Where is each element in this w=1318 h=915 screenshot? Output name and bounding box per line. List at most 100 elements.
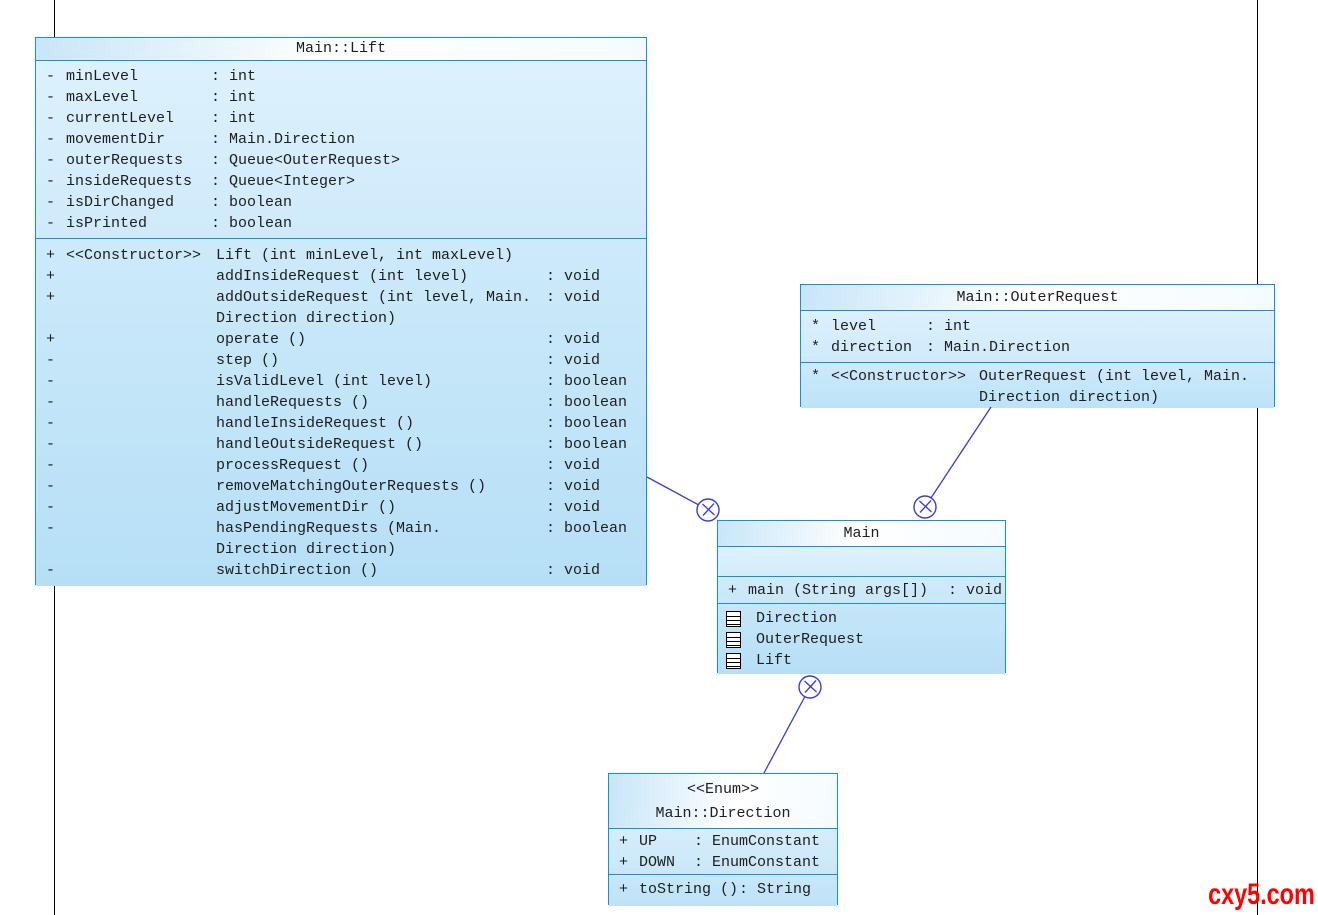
visibility-symbol: - <box>46 562 56 579</box>
enum-constant-type: : EnumConstant <box>694 833 821 850</box>
attribute-name: maxLevel <box>66 89 139 106</box>
method-return-type: : void <box>546 499 601 516</box>
attribute-type: : boolean <box>211 194 293 211</box>
nested-class-row: OuterRequest <box>718 629 1005 650</box>
method-signature: isValidLevel (int level) <box>216 373 433 390</box>
method-signature: OuterRequest (int level, Main. Direction… <box>979 368 1250 406</box>
visibility-symbol: - <box>46 352 56 369</box>
method-signature: operate () <box>216 331 307 348</box>
attribute-name: level <box>831 318 877 335</box>
circle-cross-icon[interactable] <box>798 675 822 699</box>
method-return-type: : void <box>546 331 601 348</box>
visibility-symbol: - <box>46 89 56 106</box>
method-return-type: : boolean <box>546 394 628 411</box>
method-row: + operate () : void <box>36 329 646 350</box>
method-return-type: : boolean <box>546 373 628 390</box>
nested-classifiers-compartment: Direction OuterRequest Lift <box>718 603 1005 674</box>
visibility-symbol: - <box>46 457 56 474</box>
circle-cross-icon[interactable] <box>913 495 937 519</box>
attribute-row: - movementDir : Main.Direction <box>36 129 646 150</box>
visibility-symbol: + <box>46 247 56 264</box>
class-box-lift[interactable]: Main::Lift - minLevel : int - maxLevel :… <box>35 37 647 586</box>
method-row: - switchDirection () : void <box>36 560 646 581</box>
class-title: Main::Lift <box>36 38 646 61</box>
visibility-symbol: - <box>46 194 56 211</box>
visibility-symbol: + <box>619 881 629 898</box>
methods-compartment: + toString () : String <box>609 874 837 906</box>
nested-class-row: Lift <box>718 650 1005 671</box>
attribute-type: : Queue<Integer> <box>211 173 356 190</box>
attribute-type: : int <box>211 68 257 85</box>
methods-compartment: + main (String args[]) : void <box>718 576 1005 603</box>
attribute-row: - minLevel : int <box>36 66 646 87</box>
visibility-symbol: + <box>619 854 629 871</box>
method-return-type: : void <box>546 478 601 495</box>
visibility-symbol: - <box>46 478 56 495</box>
class-box-direction-enum[interactable]: <<Enum>> Main::Direction + UP : EnumCons… <box>608 773 838 906</box>
enum-constant-name: UP <box>639 833 658 850</box>
nesting-connector-main-lift[interactable] <box>646 476 720 522</box>
visibility-symbol: - <box>46 68 56 85</box>
nested-class-name: Direction <box>756 610 838 627</box>
nesting-connector-main-direction[interactable] <box>763 675 822 774</box>
stereotype-label: <<Enum>> <box>686 781 759 798</box>
method-return-type: : boolean <box>546 415 628 432</box>
connector-line[interactable] <box>763 686 811 774</box>
method-return-type: : void <box>948 582 1003 599</box>
attribute-name: movementDir <box>66 131 166 148</box>
nested-class-name: Lift <box>756 652 793 669</box>
method-row: - hasPendingRequests (Main. Direction di… <box>36 518 646 560</box>
visibility-symbol: * <box>811 339 821 356</box>
attribute-type: : Main.Direction <box>211 131 356 148</box>
method-signature: step () <box>216 352 280 369</box>
method-signature: hasPendingRequests (Main. Direction dire… <box>216 520 442 558</box>
attribute-name: isDirChanged <box>66 194 175 211</box>
attribute-name: direction <box>831 339 913 356</box>
enum-constant-row: + DOWN : EnumConstant <box>609 852 837 873</box>
nested-class-row: Direction <box>718 608 1005 629</box>
method-signature: removeMatchingOuterRequests () <box>216 478 487 495</box>
method-row: - removeMatchingOuterRequests () : void <box>36 476 646 497</box>
attribute-row: - isDirChanged : boolean <box>36 192 646 213</box>
enum-constant-name: DOWN <box>639 854 676 871</box>
attributes-compartment: * level : int * direction : Main.Directi… <box>801 311 1274 362</box>
attribute-row: - outerRequests : Queue<OuterRequest> <box>36 150 646 171</box>
method-row: + toString () : String <box>609 879 837 900</box>
attribute-type: : Main.Direction <box>926 339 1071 356</box>
visibility-symbol: - <box>46 520 56 537</box>
connector-line[interactable] <box>646 476 709 511</box>
methods-compartment: * <<Constructor>> OuterRequest (int leve… <box>801 362 1274 408</box>
method-return-type: : void <box>546 289 601 306</box>
nested-class-icon <box>726 631 741 648</box>
method-return-type: : boolean <box>546 436 628 453</box>
watermark-logo: cxy5.com <box>1208 878 1315 911</box>
attribute-row: - currentLevel : int <box>36 108 646 129</box>
class-title: Main::Direction <box>655 805 791 822</box>
method-signature: adjustMovementDir () <box>216 499 397 516</box>
method-return-type: : void <box>546 457 601 474</box>
attributes-compartment: + UP : EnumConstant + DOWN : EnumConstan… <box>609 829 837 874</box>
method-row: - handleRequests () : boolean <box>36 392 646 413</box>
class-box-outer-request[interactable]: Main::OuterRequest * level : int * direc… <box>800 284 1275 408</box>
enum-constant-row: + UP : EnumConstant <box>609 831 837 852</box>
circle-cross-icon[interactable] <box>696 498 720 522</box>
method-signature: handleInsideRequest () <box>216 415 415 432</box>
nesting-connector-main-outer-request[interactable] <box>913 406 992 519</box>
method-return-type: : boolean <box>546 520 628 537</box>
visibility-symbol: - <box>46 215 56 232</box>
method-signature: toString () <box>639 881 739 898</box>
method-return-type: : void <box>546 268 601 285</box>
attribute-row: * direction : Main.Direction <box>801 337 1274 358</box>
nested-class-icon <box>726 652 741 669</box>
attribute-name: insideRequests <box>66 173 193 190</box>
method-return-type: : String <box>739 881 812 898</box>
class-box-main[interactable]: Main + main (String args[]) : void Direc… <box>717 520 1006 674</box>
visibility-symbol: * <box>811 318 821 335</box>
visibility-symbol: - <box>46 373 56 390</box>
attribute-type: : Queue<OuterRequest> <box>211 152 401 169</box>
nested-class-name: OuterRequest <box>756 631 865 648</box>
visibility-symbol: + <box>619 833 629 850</box>
connector-line[interactable] <box>924 406 992 508</box>
attribute-type: : boolean <box>211 215 293 232</box>
